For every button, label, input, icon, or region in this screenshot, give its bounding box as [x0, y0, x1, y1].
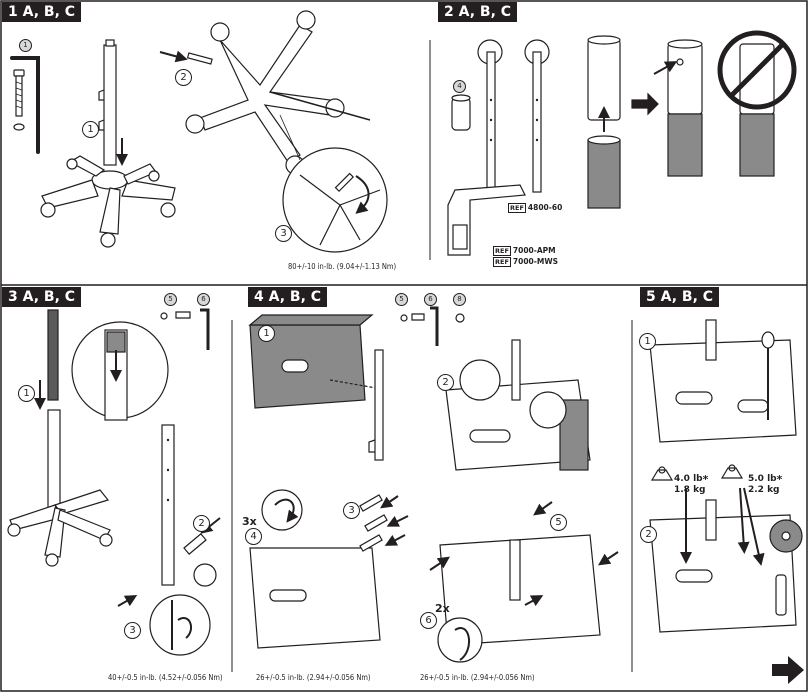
step-1-3: 3 — [275, 225, 292, 242]
section-header-1: 1 A, B, C — [2, 2, 82, 22]
step-3-2: 2 — [193, 515, 210, 532]
step-3-3: 3 — [124, 622, 141, 639]
section-header-2: 2 A, B, C — [438, 2, 518, 22]
torque-spec-s1: 80+/-10 in-lb. (9.04+/-1.13 Nm) — [288, 262, 397, 271]
part-badge-s1: 1 — [19, 39, 32, 52]
section-header-3: 3 A, B, C — [2, 287, 82, 307]
part-badge-s4-c: 8 — [453, 293, 466, 306]
section-2-art — [447, 30, 797, 256]
step-1-2: 2 — [175, 69, 192, 86]
base-underside — [185, 10, 371, 175]
ref-code: 7000-APM — [512, 246, 556, 255]
step-4-5: 5 — [550, 514, 567, 531]
weight-lb: 4.0 lb — [674, 474, 703, 484]
pole — [103, 44, 117, 166]
step-3-1: 1 — [18, 385, 35, 402]
five-star-base — [40, 155, 176, 248]
multiplier-2x: 2x — [435, 602, 450, 615]
step-4-1: 1 — [258, 325, 275, 342]
part-badge-s3-a: 5 — [164, 293, 177, 306]
torque-spec-s3: 40+/-0.5 in-lb. (4.52+/-0.056 Nm) — [108, 673, 223, 682]
weight-star: * — [702, 473, 709, 486]
weight-kg: 1.8 kg — [674, 485, 706, 495]
step-5-1: 1 — [639, 333, 656, 350]
step-4-4: 4 — [245, 528, 262, 545]
ref-code: 7000-MWS — [512, 257, 559, 266]
weight-lb: 5.0 lb — [748, 474, 777, 484]
white-basket-3 — [249, 547, 381, 649]
step-4-2: 2 — [437, 374, 454, 391]
prohibited-icon — [717, 30, 797, 110]
right-arrow — [631, 92, 659, 116]
weight-label-1: 4.0 lb* 1.8 kg — [674, 474, 708, 496]
basket-5-1 — [649, 339, 797, 443]
bolt-icon — [13, 69, 25, 131]
section-4-art — [248, 306, 619, 663]
ref-box: REF — [493, 257, 511, 267]
part-badge-s2: 4 — [453, 80, 466, 93]
ref-box: REF — [493, 246, 511, 256]
step-4-6: 6 — [420, 612, 437, 629]
multiplier-3x: 3x — [242, 515, 257, 528]
part-badge-s4-a: 5 — [395, 293, 408, 306]
weight-icon — [650, 469, 674, 481]
weight-icon-2 — [720, 467, 744, 479]
coupler-part — [451, 97, 471, 131]
part-badge-s3-b: 6 — [197, 293, 210, 306]
step-1-1: 1 — [82, 121, 99, 138]
detail-magnifier — [282, 147, 388, 253]
part-badge-s4-b: 6 — [424, 293, 437, 306]
section-header-4: 4 A, B, C — [248, 287, 328, 307]
section-header-5: 5 A, B, C — [640, 287, 720, 307]
section-1-art — [10, 10, 388, 253]
allen-key-icon — [10, 56, 40, 154]
ref-code: 4800-60 — [527, 203, 563, 212]
step-4-3: 3 — [343, 502, 360, 519]
weight-label-2: 5.0 lb* 2.2 kg — [748, 474, 782, 496]
ref-box: REF — [508, 203, 526, 213]
torque-spec-s4b: 26+/-0.5 in-lb. (2.94+/-0.056 Nm) — [420, 673, 535, 682]
weight-star: * — [776, 473, 783, 486]
weight-kg: 2.2 kg — [748, 485, 780, 495]
s3-base — [7, 489, 113, 567]
torque-spec-s4a: 26+/-0.5 in-lb. (2.94+/-0.056 Nm) — [256, 673, 371, 682]
section-3-art — [7, 308, 221, 656]
next-page-arrow-icon[interactable] — [772, 656, 804, 684]
section-5-art — [649, 319, 803, 633]
step-5-2: 2 — [640, 526, 657, 543]
